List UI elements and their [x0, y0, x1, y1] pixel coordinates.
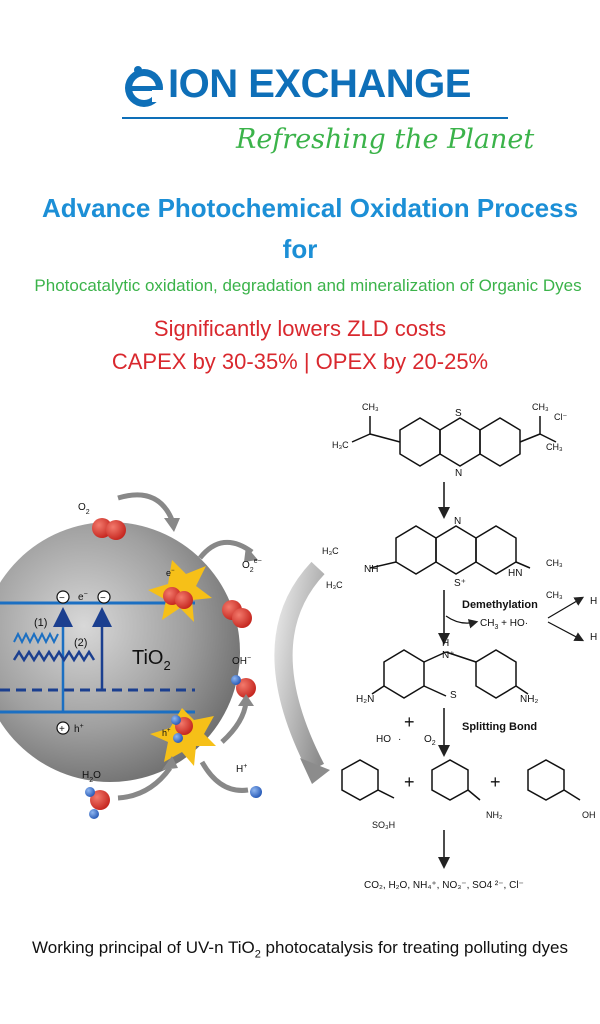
svg-text:N⁺: N⁺ — [442, 650, 455, 661]
svg-text:NH: NH — [364, 564, 378, 575]
svg-text:·: · — [398, 734, 401, 745]
svg-text:SO₃H: SO₃H — [372, 820, 395, 830]
uv-wave-1 — [13, 631, 59, 645]
caption-text: Working principal of UV-n TiO — [32, 938, 255, 957]
page-title: Advance Photochemical Oxidation Process — [41, 193, 579, 223]
hole-label: h+ — [74, 723, 84, 735]
page-title-for: for — [282, 234, 318, 264]
svg-text:HN: HN — [508, 568, 522, 579]
ch3-ho-label: CH3 + HO· — [480, 618, 528, 631]
tio2-label: TiO2 — [132, 647, 171, 673]
svg-text:H₃C: H₃C — [332, 440, 349, 450]
o2-label-2: O2 — [424, 734, 436, 747]
svg-text:S⁺: S⁺ — [454, 578, 466, 589]
water-label: H2O — [82, 770, 101, 784]
svg-text:H: H — [590, 632, 597, 643]
brand-name: ION EXCHANGE — [168, 62, 471, 106]
svg-text:−: − — [100, 593, 106, 604]
lower-star — [150, 708, 216, 766]
svg-text:N: N — [455, 468, 462, 479]
svg-text:CH₃: CH₃ — [546, 558, 563, 568]
final-products: CO₂, H₂O, NH₄⁺, NO₃⁻, SO4 ²⁻, Cl⁻ — [364, 880, 524, 891]
svg-text:H₃C: H₃C — [322, 546, 339, 556]
svg-text:S: S — [455, 408, 462, 419]
svg-text:CH₃: CH₃ — [546, 590, 563, 600]
photocatalysis-diagram: (1) (2) TiO2 − − e− + h+ e− h+ O2 O2e− O… — [0, 402, 597, 891]
methylene-blue-structure — [351, 416, 557, 467]
ho-label: HO — [376, 734, 391, 745]
svg-text:e−: e− — [166, 568, 175, 578]
degradation-arrow — [274, 561, 325, 773]
svg-text:S: S — [450, 690, 457, 701]
proton-label: H+ — [236, 763, 247, 775]
caption-subscript: 2 — [254, 948, 261, 961]
superoxide-label: O2e− — [242, 558, 262, 574]
svg-text:OH: OH — [582, 810, 596, 820]
svg-text:CH₃: CH₃ — [546, 442, 563, 452]
electron-label: e− — [78, 591, 88, 603]
svg-text:N: N — [454, 516, 461, 527]
svg-text:h+: h+ — [162, 728, 171, 738]
figure-caption: Working principal of UV-n TiO2 photocata… — [0, 938, 600, 960]
o2-label: O2 — [78, 502, 90, 516]
svg-text:+: + — [404, 712, 415, 732]
svg-text:+: + — [59, 724, 65, 735]
uv-wave-2 — [12, 649, 96, 663]
path-1-label: (1) — [34, 617, 47, 629]
svg-text:H₂N: H₂N — [356, 694, 374, 705]
svg-text:NH₂: NH₂ — [486, 810, 503, 820]
svg-text:+: + — [490, 772, 501, 792]
oh-radical-label: OH− — [232, 655, 251, 667]
path-2-label: (2) — [74, 637, 87, 649]
ion-exchange-logo-mark — [125, 66, 164, 107]
brand-underline — [122, 117, 508, 119]
page-subtitle: Photocatalytic oxidation, degradation an… — [34, 276, 582, 295]
splitting-bond-label: Splitting Bond — [462, 721, 537, 733]
svg-text:+: + — [404, 772, 415, 792]
svg-text:NH₂: NH₂ — [520, 694, 538, 705]
demethylation-label: Demethylation — [462, 599, 538, 611]
capex-opex-claim: CAPEX by 30-35% | OPEX by 20-25% — [111, 349, 489, 374]
upper-star — [148, 560, 212, 622]
svg-text:H₃C: H₃C — [326, 580, 343, 590]
brand-tagline: Refreshing the Planet — [236, 124, 535, 155]
svg-text:H: H — [590, 596, 597, 607]
svg-text:CH₃: CH₃ — [362, 402, 379, 412]
caption-text-end: photocatalysis for treating polluting dy… — [260, 938, 568, 957]
svg-text:CH₃: CH₃ — [532, 402, 549, 412]
svg-text:Cl⁻: Cl⁻ — [554, 412, 567, 422]
svg-text:H: H — [442, 638, 449, 649]
svg-text:−: − — [59, 593, 65, 604]
cost-claim: Significantly lowers ZLD costs — [153, 316, 447, 341]
